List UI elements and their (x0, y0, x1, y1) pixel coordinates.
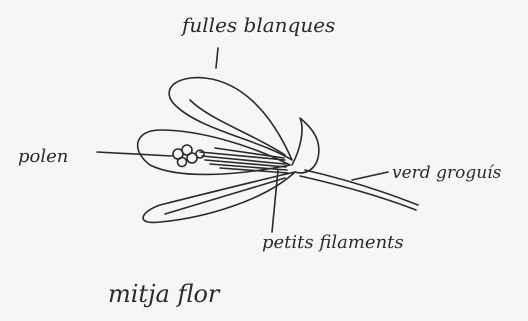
label-pollen: polen (18, 146, 68, 167)
leader-petals (216, 48, 218, 68)
label-petals: fulles blanques (180, 13, 335, 37)
leader-filaments (272, 170, 278, 232)
caption: mitja flor (108, 280, 221, 308)
upper-petal-inner (190, 100, 285, 155)
leader-stem (352, 172, 388, 180)
sepal (292, 118, 319, 173)
label-stem: verd groguís (392, 163, 502, 183)
leader-pollen (97, 152, 172, 156)
label-filaments: petits filaments (262, 232, 404, 253)
